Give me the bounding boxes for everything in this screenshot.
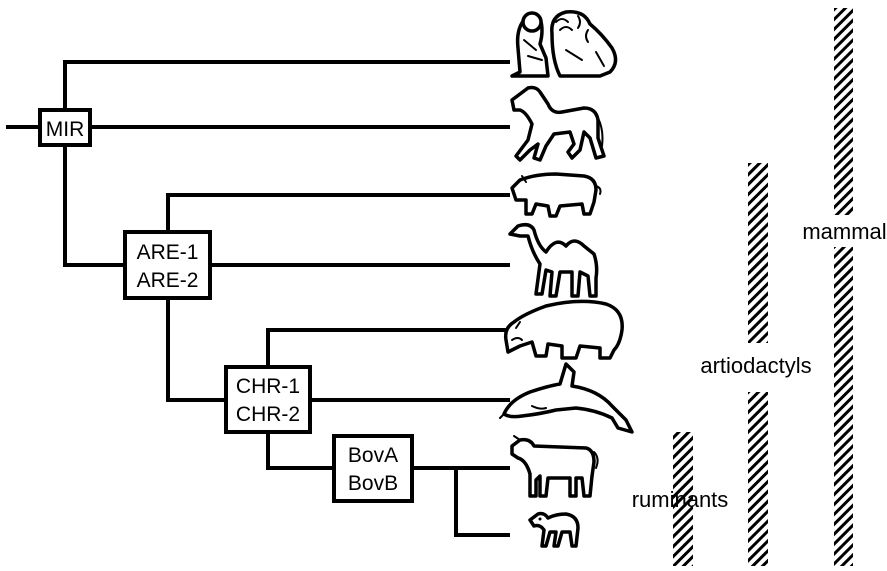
branch-to-ruminants xyxy=(268,432,334,468)
node-chr2-label: CHR-2 xyxy=(236,403,300,426)
branch-mouse-deer xyxy=(456,468,508,535)
node-mir: MIR xyxy=(40,110,90,145)
pig-icon xyxy=(512,174,601,216)
node-chr1-label: CHR-1 xyxy=(236,375,300,398)
ruminants-label: ruminants xyxy=(632,487,729,512)
branch-pig xyxy=(168,195,508,232)
horse-icon xyxy=(512,88,604,161)
dolphin-icon xyxy=(500,364,632,432)
branch-hippo xyxy=(268,330,508,367)
node-bov: BovA BovB xyxy=(334,436,412,501)
artiodactyls-label: artiodactyls xyxy=(700,353,811,378)
branch-to-whippo-clade xyxy=(168,298,226,400)
mouse-deer-icon xyxy=(530,514,578,547)
mammals-label: mammals xyxy=(802,219,887,244)
human-and-lion-icon xyxy=(512,12,616,76)
cow-icon xyxy=(512,436,598,496)
camel-icon xyxy=(510,225,597,296)
node-mir-label: MIR xyxy=(46,118,85,141)
node-are1-label: ARE-1 xyxy=(137,241,199,264)
hippopotamus-icon xyxy=(506,301,623,358)
mammals-bar xyxy=(834,8,853,566)
node-bova-label: BovA xyxy=(348,444,398,467)
node-bovb-label: BovB xyxy=(348,472,398,495)
node-are: ARE-1 ARE-2 xyxy=(125,232,210,298)
node-chr: CHR-1 CHR-2 xyxy=(226,367,310,432)
branch-human-lion xyxy=(65,62,508,110)
node-are2-label: ARE-2 xyxy=(137,269,199,292)
branch-to-ruminant-clade xyxy=(65,145,125,265)
